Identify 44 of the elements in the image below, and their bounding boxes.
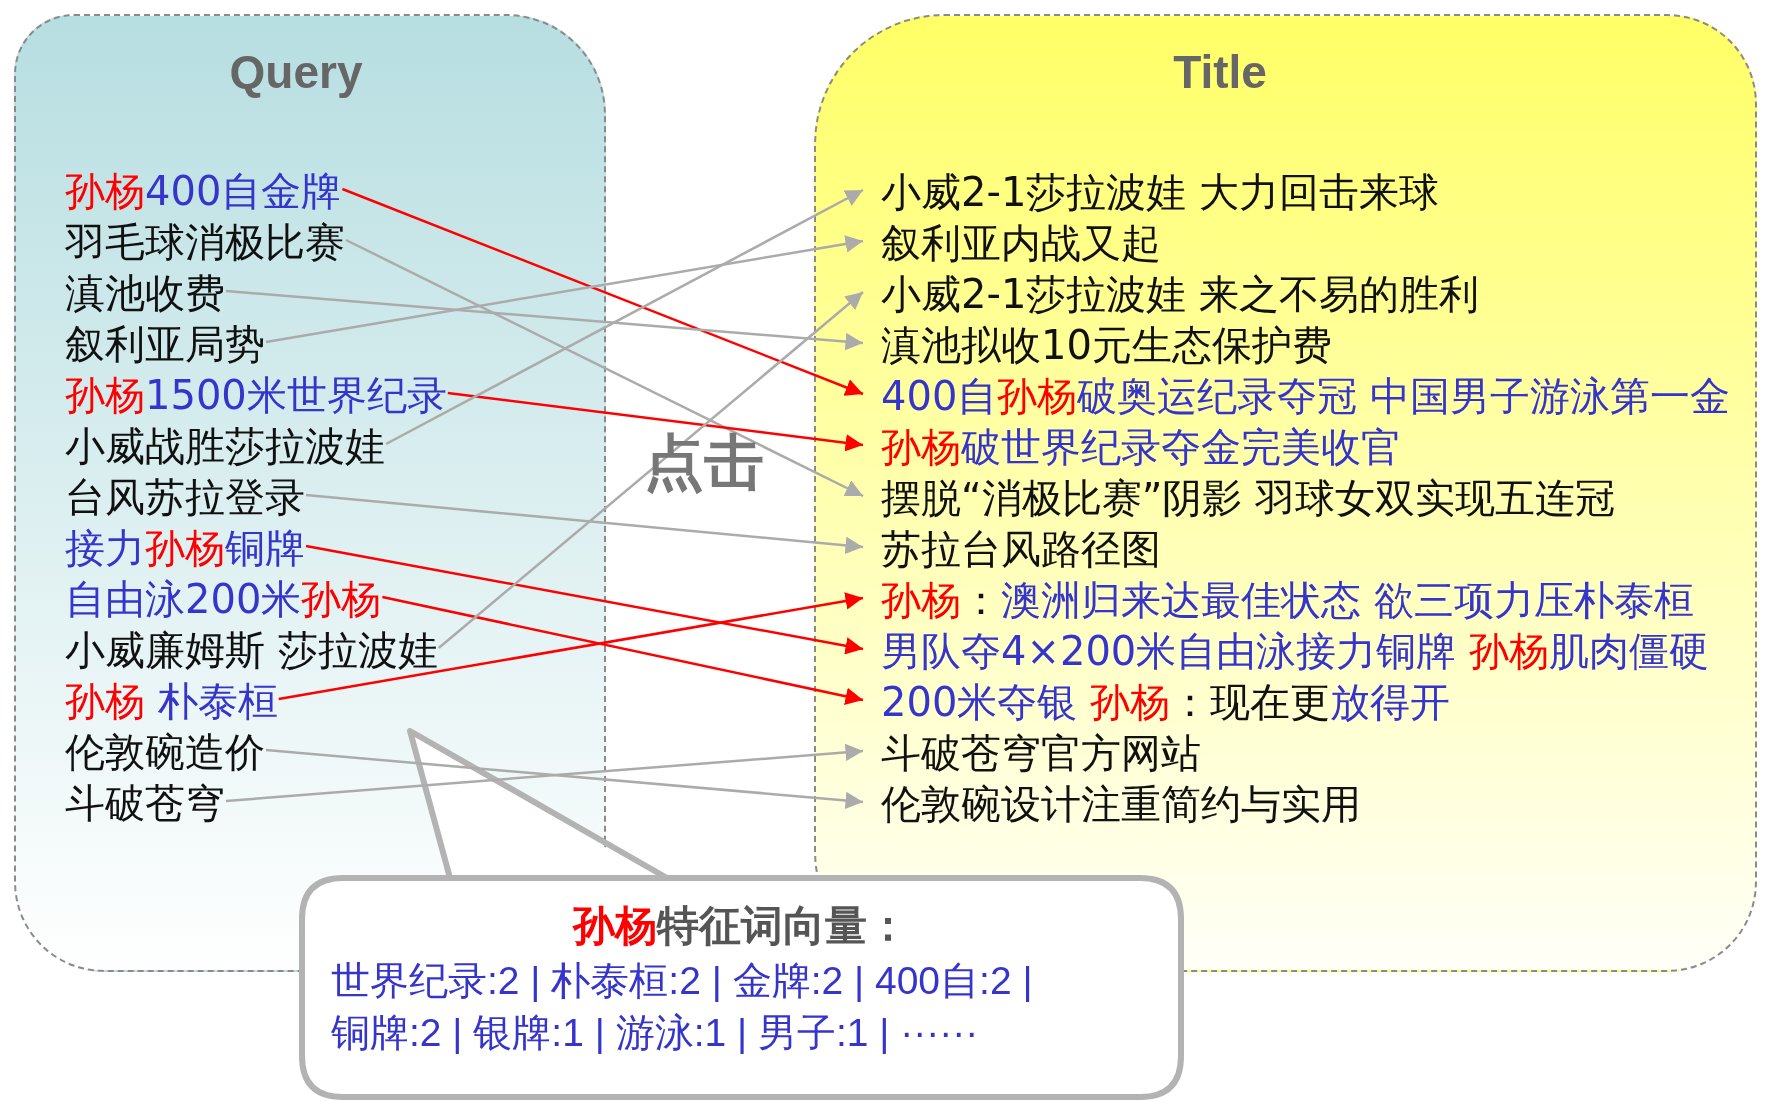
bubble-heading: 孙杨特征词向量：	[571, 901, 910, 951]
title-item: 叙利亚内战又起	[863, 218, 1161, 268]
arrow	[345, 238, 864, 498]
title-item: 小威2-1莎拉波娃 来之不易的胜利	[863, 269, 1480, 319]
arrow	[265, 235, 864, 344]
arrow	[437, 291, 864, 649]
arrow	[278, 592, 864, 701]
title-item: 孙杨破世界纪录夺金完美收官	[863, 422, 1401, 472]
title-item: 200米夺银 孙杨：现在更放得开	[863, 677, 1451, 727]
title-item: 400自孙杨破奥运纪录夺冠 中国男子游泳第一金	[863, 371, 1731, 421]
query-item: 伦敦碗造价	[65, 727, 265, 777]
arrow	[225, 289, 864, 351]
arrow	[225, 743, 864, 803]
click-label: 点击	[644, 425, 764, 499]
query-item: 台风苏拉登录	[65, 472, 305, 522]
title-item: 孙杨：澳洲归来达最佳状态 欲三项力压朴泰桓	[863, 575, 1694, 625]
query-item: 自由泳200米孙杨	[65, 574, 382, 624]
panel-heading: Query	[229, 45, 363, 99]
query-item: 滇池收费	[65, 268, 225, 318]
arrow	[382, 595, 864, 705]
query-item: 孙杨400自金牌	[65, 166, 342, 216]
title-item: 摆脱“消极比赛”阴影 羽球女双实现五连冠	[863, 473, 1616, 523]
arrow	[447, 391, 864, 452]
arrow	[385, 188, 864, 446]
query-item: 羽毛球消极比赛	[65, 217, 345, 267]
query-item: 小威廉姆斯 莎拉波娃	[65, 625, 438, 675]
query-item: 小威战胜莎拉波娃	[65, 421, 385, 471]
query-item: 孙杨 朴泰桓	[65, 676, 278, 726]
title-item: 男队夺4×200米自由泳接力铜牌 孙杨肌肉僵硬	[863, 626, 1710, 676]
word-vector-text: 世界纪录:2 | 朴泰桓:2 | 金牌:2 | 400自:2 | 铜牌:2 | 银牌:1 | 游泳:1 | 男子:1 | ······	[331, 958, 1034, 1056]
title-item: 伦敦碗设计注重简约与实用	[863, 779, 1361, 829]
title-item: 滇池拟收10元生态保护费	[863, 320, 1332, 370]
panel-heading: Title	[1173, 45, 1267, 99]
arrow	[341, 187, 864, 396]
query-item: 斗破苍穹	[65, 778, 225, 828]
title-item: 苏拉台风路径图	[863, 524, 1161, 574]
query-item: 孙杨1500米世界纪录	[65, 370, 447, 420]
title-item: 斗破苍穹官方网站	[863, 728, 1201, 778]
query-item: 叙利亚局势	[65, 319, 265, 369]
arrow	[265, 748, 864, 810]
arrow	[305, 493, 864, 555]
query-item: 接力孙杨铜牌	[65, 523, 305, 573]
title-item: 小威2-1莎拉波娃 大力回击来球	[863, 167, 1440, 217]
arrow	[305, 544, 864, 655]
